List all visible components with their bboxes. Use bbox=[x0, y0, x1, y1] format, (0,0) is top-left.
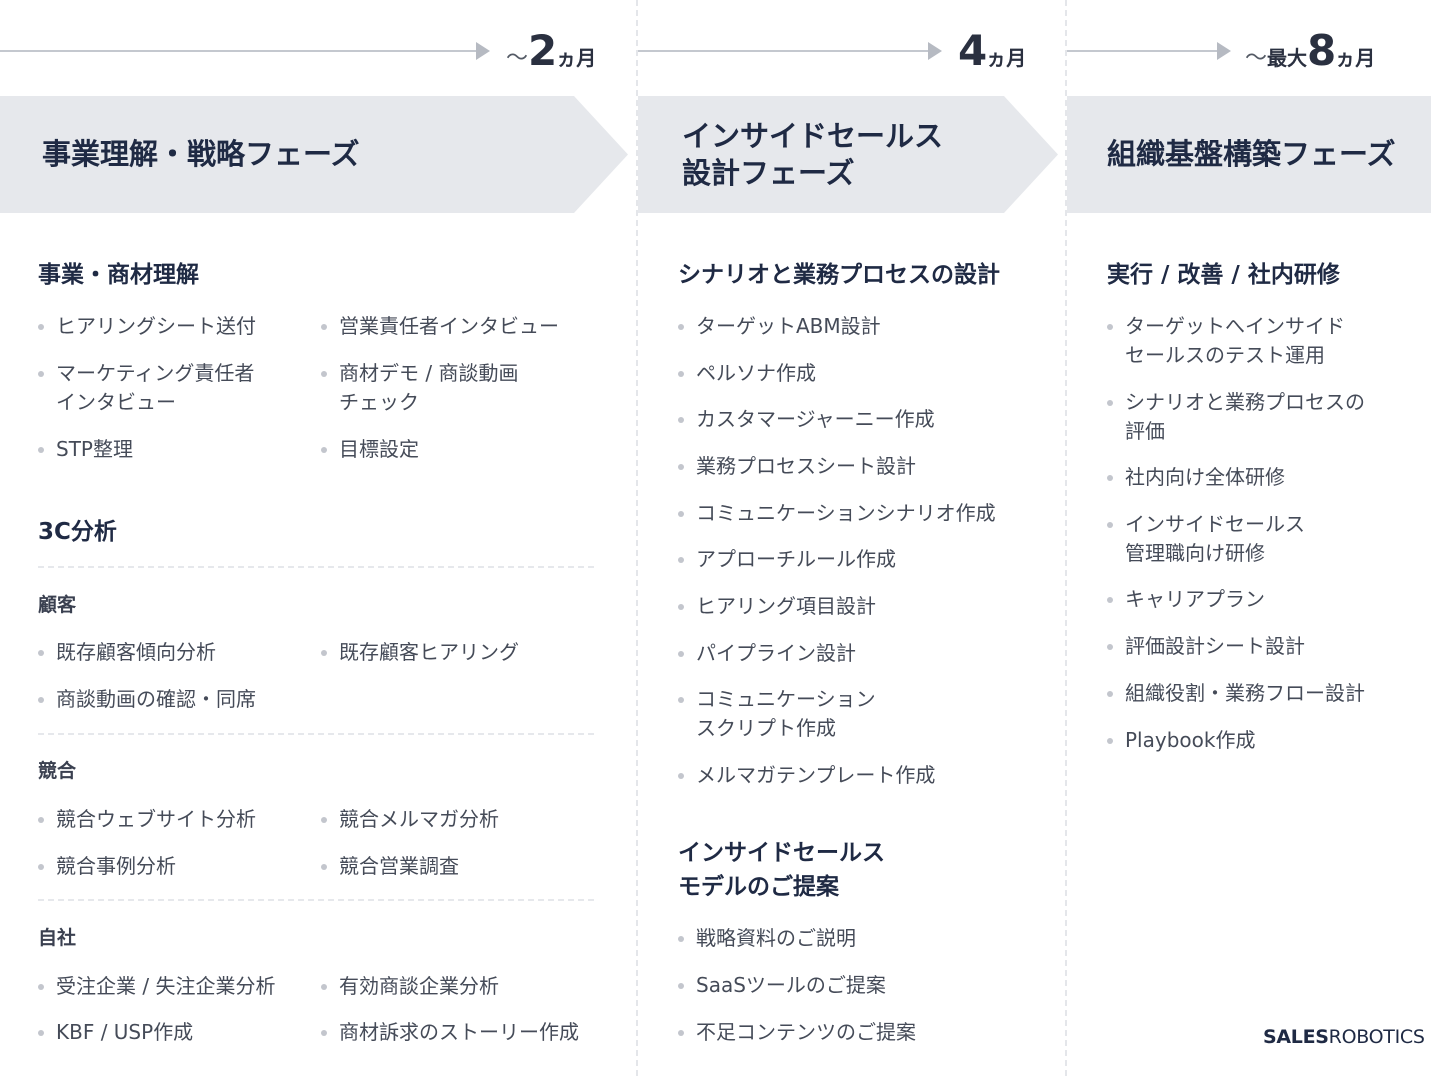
arrow-right-icon bbox=[928, 42, 942, 60]
section-title: 事業・商材理解 bbox=[38, 262, 199, 288]
sub-title-customer: 顧客 bbox=[38, 594, 77, 616]
duration-unit: ヵ月 bbox=[1335, 46, 1376, 70]
list-item: パイプライン設計 bbox=[678, 639, 856, 668]
phase-banner-2: インサイドセールス 設計フェーズ bbox=[638, 96, 1058, 213]
list-item: ペルソナ作成 bbox=[678, 359, 816, 388]
duration-label: 4ヵ月 bbox=[958, 30, 1026, 72]
list-item: 戦略資料のご説明 bbox=[678, 924, 856, 953]
list-item: 競合メルマガ分析 bbox=[321, 805, 499, 834]
divider bbox=[38, 733, 594, 735]
list-item: 競合ウェブサイト分析 bbox=[38, 805, 256, 834]
section-title: 実行 / 改善 / 社内研修 bbox=[1107, 262, 1340, 288]
duration-unit: ヵ月 bbox=[556, 46, 597, 70]
list-item: Playbook作成 bbox=[1107, 726, 1255, 755]
list-item: 競合営業調査 bbox=[321, 852, 459, 881]
list-item: マーケティング責任者 インタビュー bbox=[38, 359, 254, 417]
duration-prefix: 最大 bbox=[1267, 46, 1308, 70]
phase-title: 事業理解・戦略フェーズ bbox=[42, 137, 360, 171]
list-item: SaaSツールのご提案 bbox=[678, 971, 886, 1000]
list-item: 目標設定 bbox=[321, 435, 419, 464]
list-item: メルマガテンプレート作成 bbox=[678, 761, 935, 790]
list-item: 既存顧客傾向分析 bbox=[38, 638, 216, 667]
list-item: 商材デモ / 商談動画 チェック bbox=[321, 359, 518, 417]
column-divider-1 bbox=[636, 0, 638, 1076]
duration-number: 8 bbox=[1307, 26, 1336, 75]
timeline-phase-1: ～2ヵ月 bbox=[0, 30, 620, 74]
list-item: インサイドセールス 管理職向け研修 bbox=[1107, 510, 1305, 568]
list-item: ターゲットABM設計 bbox=[678, 312, 881, 341]
duration-number: 4 bbox=[958, 26, 987, 75]
list-item: 組織役割・業務フロー設計 bbox=[1107, 679, 1365, 708]
list-item: 社内向け全体研修 bbox=[1107, 463, 1285, 492]
list-item: ターゲットへインサイド セールスのテスト運用 bbox=[1107, 312, 1345, 370]
column-divider-2 bbox=[1065, 0, 1067, 1076]
list-item: カスタマージャーニー作成 bbox=[678, 405, 935, 434]
duration-label: ～最大8ヵ月 bbox=[1245, 30, 1375, 72]
section-title: シナリオと業務プロセスの設計 bbox=[678, 262, 1000, 288]
list-item: シナリオと業務プロセスの 評価 bbox=[1107, 388, 1365, 446]
sub-title-competitor: 競合 bbox=[38, 760, 77, 782]
list-item: 商材訴求のストーリー作成 bbox=[321, 1018, 579, 1047]
sub-title-company: 自社 bbox=[38, 927, 77, 949]
logo-part-sales: SALES bbox=[1263, 1026, 1329, 1048]
list-item: 受注企業 / 失注企業分析 bbox=[38, 972, 275, 1001]
logo-part-robotics: ROBOTICS bbox=[1328, 1026, 1425, 1048]
phase-title: 組織基盤構築フェーズ bbox=[1107, 137, 1396, 171]
duration-tilde: ～ bbox=[1245, 46, 1268, 71]
phase-banner-3: 組織基盤構築フェーズ bbox=[1067, 96, 1431, 213]
phase-banner-1: 事業理解・戦略フェーズ bbox=[0, 96, 628, 213]
list-item: 競合事例分析 bbox=[38, 852, 176, 881]
arrow-right-icon bbox=[1217, 42, 1231, 60]
divider bbox=[38, 899, 594, 901]
list-item: ヒアリング項目設計 bbox=[678, 592, 876, 621]
timeline-phase-3: ～最大8ヵ月 bbox=[1067, 30, 1427, 74]
duration-number: 2 bbox=[528, 26, 557, 75]
section-title: インサイドセールス モデルのご提案 bbox=[678, 840, 885, 900]
divider bbox=[38, 566, 594, 568]
company-logo: SALESROBOTICS bbox=[1263, 1026, 1425, 1048]
list-item: 評価設計シート設計 bbox=[1107, 632, 1305, 661]
list-item: 既存顧客ヒアリング bbox=[321, 638, 519, 667]
list-item: 営業責任者インタビュー bbox=[321, 312, 559, 341]
timeline-line bbox=[0, 50, 480, 52]
duration-unit: ヵ月 bbox=[986, 46, 1027, 70]
list-item: アプローチルール作成 bbox=[678, 545, 896, 574]
timeline-line bbox=[1067, 50, 1219, 52]
list-item: 商談動画の確認・同席 bbox=[38, 685, 256, 714]
list-item: 有効商談企業分析 bbox=[321, 972, 499, 1001]
list-item: キャリアプラン bbox=[1107, 585, 1265, 614]
timeline-line bbox=[638, 50, 932, 52]
list-item: STP整理 bbox=[38, 435, 133, 464]
duration-tilde: ～ bbox=[506, 46, 529, 71]
duration-label: ～2ヵ月 bbox=[506, 30, 596, 72]
list-item: KBF / USP作成 bbox=[38, 1018, 193, 1047]
list-item: コミュニケーションシナリオ作成 bbox=[678, 499, 996, 528]
list-item: ヒアリングシート送付 bbox=[38, 312, 256, 341]
list-item: 業務プロセスシート設計 bbox=[678, 452, 916, 481]
list-item: コミュニケーション スクリプト作成 bbox=[678, 685, 876, 743]
timeline-phase-2: 4ヵ月 bbox=[638, 30, 1058, 74]
list-item: 不足コンテンツのご提案 bbox=[678, 1018, 916, 1047]
phase-title: インサイドセールス 設計フェーズ bbox=[682, 118, 944, 190]
section-title: 3C分析 bbox=[38, 519, 117, 545]
arrow-right-icon bbox=[476, 42, 490, 60]
